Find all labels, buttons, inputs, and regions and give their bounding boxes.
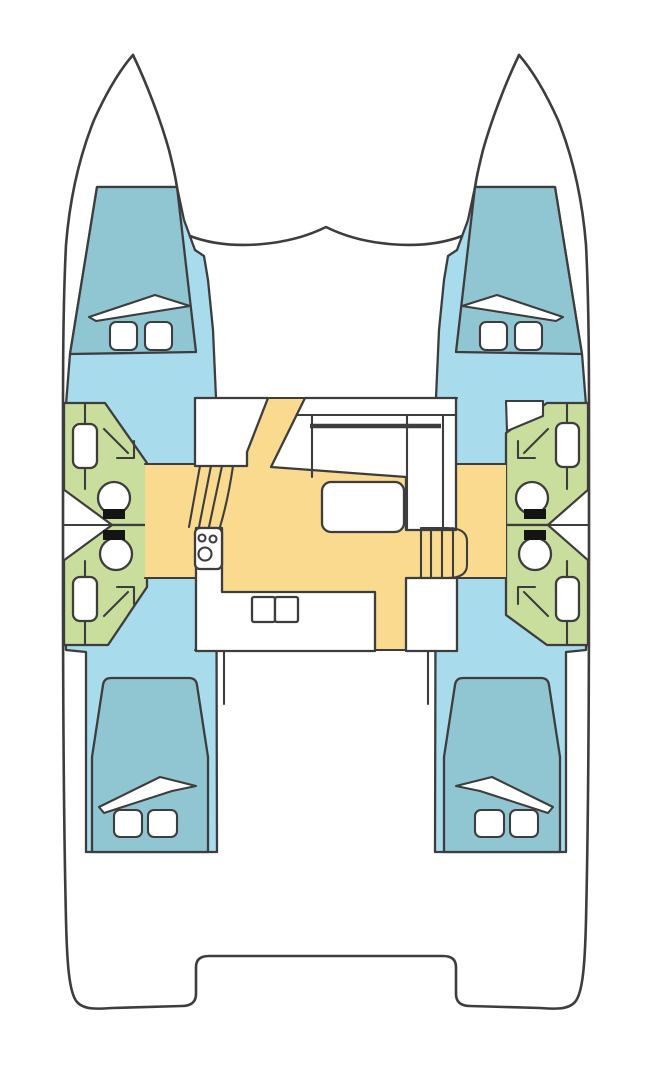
toilet-icon <box>96 480 132 519</box>
stove-icon <box>193 526 224 571</box>
pillow-icon <box>143 320 174 352</box>
port-bow-berth <box>68 185 198 356</box>
pillow-icon <box>146 808 179 839</box>
blanket-icon <box>87 293 192 323</box>
pillow-icon <box>508 808 540 839</box>
bathroom-sink-icon <box>554 575 581 623</box>
l-shaped-sofa <box>269 396 458 532</box>
galley <box>193 526 377 653</box>
starboard-corridor <box>456 464 506 578</box>
hull-outline <box>61 53 591 1010</box>
bathroom-sink-icon <box>71 575 99 623</box>
nav-counter <box>193 396 270 468</box>
starboard-aft-berth <box>442 676 562 854</box>
starboard-step-hatch-icon <box>504 399 545 433</box>
shower-arrow-icon <box>102 585 136 618</box>
shower-arrow-icon <box>516 585 550 618</box>
corridor-walls <box>143 462 508 580</box>
shower-arrow-icon <box>102 427 136 460</box>
saloon-table <box>320 480 406 534</box>
toilet-icon <box>517 530 553 572</box>
starboard-bow-inner-edge <box>473 53 521 190</box>
galley-counter <box>194 526 377 653</box>
blanket-icon <box>97 775 198 815</box>
pillow-icon <box>473 808 506 839</box>
pillow-icon <box>108 320 139 352</box>
toilet-icon <box>98 530 134 572</box>
starboard-bow-berth <box>454 185 584 356</box>
bathroom-sink-icon <box>554 421 581 469</box>
port-stairs-icon <box>187 464 235 529</box>
port-aft-berth <box>90 676 210 854</box>
toilet-icon <box>514 480 550 519</box>
port-corridor <box>145 464 196 578</box>
pillow-icon <box>513 320 544 352</box>
bathroom-sink-icon <box>71 422 99 470</box>
starboard-aft-cabinet <box>404 576 459 653</box>
galley-sink-icon <box>250 595 300 624</box>
pillow-icon <box>478 320 509 352</box>
blanket-icon <box>454 775 555 815</box>
shower-arrow-icon <box>516 427 550 460</box>
port-bow-inner-edge <box>131 53 179 190</box>
pillow-icon <box>112 808 144 839</box>
foredeck-edge <box>188 225 464 247</box>
blanket-icon <box>460 293 565 323</box>
